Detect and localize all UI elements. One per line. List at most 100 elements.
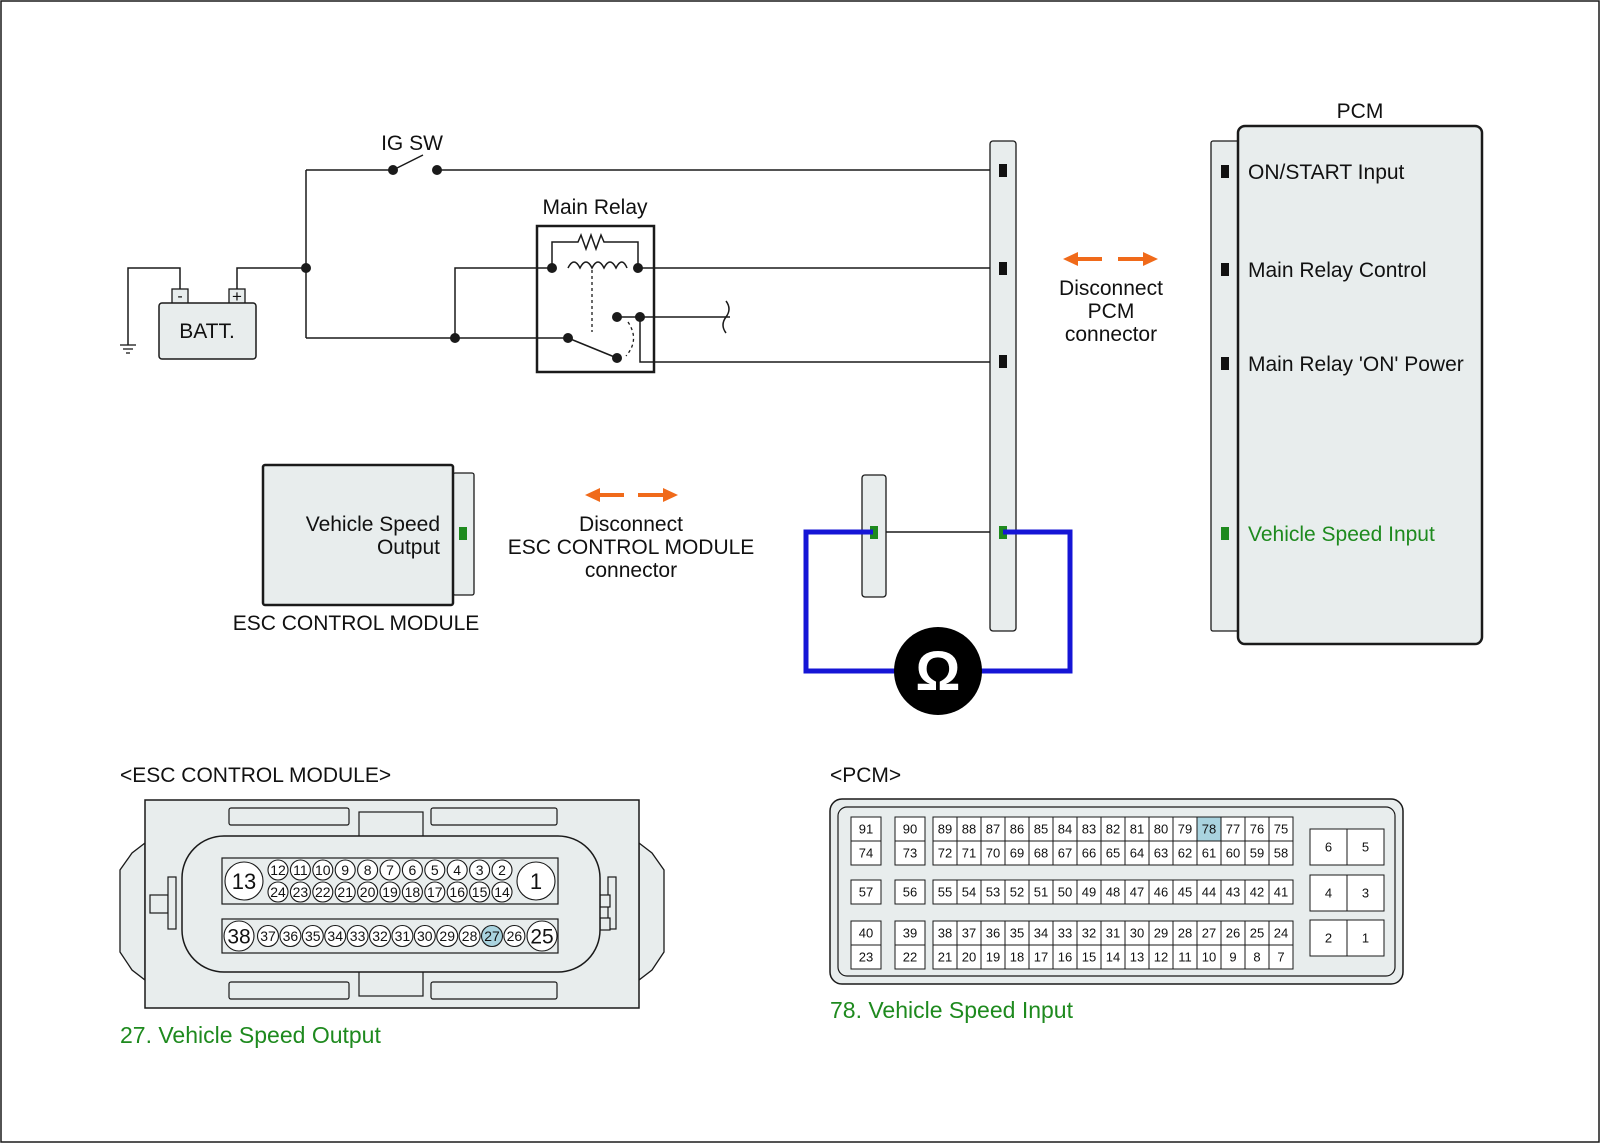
pcm-connector-pin-number: 47 — [1130, 885, 1144, 900]
pcm-connector-pin-number: 4 — [1325, 886, 1332, 901]
pcm-connector-pin-number: 82 — [1106, 822, 1120, 837]
pcm-connector-pin — [956, 879, 982, 905]
pcm-connector-pin-number: 22 — [903, 950, 917, 965]
esc-pin — [446, 881, 468, 903]
pcm-connector-pin-number: 77 — [1226, 822, 1240, 837]
battery-plus-label: + — [232, 287, 242, 306]
pcm-connector-pin-number: 48 — [1106, 885, 1120, 900]
pcm-connector-pin-number: 1 — [1362, 931, 1369, 946]
pcm-connector-pin-number: 51 — [1034, 885, 1048, 900]
esc-pin-number: 4 — [453, 862, 461, 878]
pcm-connector-pin-number: 36 — [986, 926, 1000, 941]
esc-pin-number: 32 — [372, 928, 388, 944]
esc-output-line1: Vehicle Speed — [306, 513, 440, 536]
pcm-connector-pin-number: 90 — [903, 822, 917, 837]
pcm-connector-pin — [1052, 920, 1078, 946]
pcm-connector-pin — [1076, 840, 1102, 866]
pcm-pin-label: Main Relay 'ON' Power — [1248, 353, 1464, 376]
pcm-connector-pin — [1244, 840, 1270, 866]
pcm-pin-label: ON/START Input — [1248, 161, 1405, 184]
pcm-pin-marker — [1221, 357, 1229, 370]
esc-pin — [379, 859, 401, 881]
pcm-pin-marker — [1221, 165, 1229, 178]
pcm-pin-label: Main Relay Control — [1248, 259, 1427, 282]
pcm-connector-pin-number: 60 — [1226, 846, 1240, 861]
pcm-connector-pin — [1309, 874, 1348, 912]
pcm-connector-pin — [1052, 879, 1078, 905]
pcm-connector-pin-number: 52 — [1010, 885, 1024, 900]
pcm-connector-pin — [932, 840, 958, 866]
pcm-connector-pin-number: 40 — [859, 926, 873, 941]
pcm-connector-pin-number: 8 — [1253, 950, 1260, 965]
esc-module-box — [261, 463, 455, 607]
pcm-connector-pin-number: 21 — [938, 950, 952, 965]
esc-pin — [279, 924, 302, 948]
esc-pin-number: 15 — [472, 884, 488, 900]
esc-pin-number: 21 — [337, 884, 353, 900]
pcm-connector-pin — [1004, 944, 1030, 970]
esc-pin-number: 20 — [360, 884, 376, 900]
pcm-connector-pin-number: 76 — [1250, 822, 1264, 837]
esc-pin — [223, 920, 255, 952]
pcm-connector-pin-number: 44 — [1202, 885, 1216, 900]
pcm-connector-pin — [1268, 840, 1294, 866]
esc-pin — [413, 924, 436, 948]
esc-pin-number: 10 — [315, 862, 331, 878]
esc-pin — [516, 861, 556, 901]
pcm-connector-pin — [1124, 840, 1150, 866]
esc-pin — [289, 859, 311, 881]
pcm-connector-pin-number: 87 — [986, 822, 1000, 837]
pcm-connector-pin — [1244, 879, 1270, 905]
pcm-connector-pin — [1220, 879, 1246, 905]
pcm-connector-pin-number: 73 — [903, 846, 917, 861]
disconnect-esc-line3: connector — [585, 559, 677, 582]
pcm-connector-pin-number: 9 — [1229, 950, 1236, 965]
esc-pin — [436, 924, 459, 948]
pcm-connector-pin-number: 68 — [1034, 846, 1048, 861]
esc-pin-number: 9 — [341, 862, 349, 878]
battery: - + BATT. — [158, 287, 257, 360]
pcm-connector-pin-number: 20 — [962, 950, 976, 965]
esc-pin — [401, 859, 423, 881]
esc-pin-number: 16 — [449, 884, 465, 900]
pcm-connector-pin — [956, 944, 982, 970]
pcm-box — [1236, 124, 1484, 646]
pcm-connector-caption: 78. Vehicle Speed Input — [830, 997, 1074, 1023]
pcm-connector-pin-number: 6 — [1325, 840, 1332, 855]
ground-icon — [120, 344, 136, 354]
esc-pin — [334, 859, 356, 881]
pcm-connector-pin-number: 17 — [1034, 950, 1048, 965]
esc-pin — [346, 924, 369, 948]
pcm-connector-pin-number: 43 — [1226, 885, 1240, 900]
pcm-connector-pin-number: 58 — [1274, 846, 1288, 861]
main-relay-box — [535, 224, 656, 374]
pcm-connector-pin-number: 31 — [1106, 926, 1120, 941]
disconnect-pcm-line3: connector — [1065, 323, 1157, 346]
pcm-connector-pin — [1268, 879, 1294, 905]
esc-pin-number: 11 — [293, 862, 308, 878]
main-relay-label: Main Relay — [542, 196, 648, 219]
pcm-connector-pin — [894, 840, 926, 866]
ohm-symbol: Ω — [916, 639, 961, 702]
esc-pin — [357, 859, 379, 881]
esc-pin-number: 19 — [382, 884, 398, 900]
esc-pin-number: 33 — [350, 928, 366, 944]
pcm-connector-pin — [1100, 944, 1126, 970]
pcm-connector-pin-number: 57 — [859, 885, 873, 900]
pcm-connector-pin — [1346, 919, 1385, 957]
pcm-connector-pin — [1346, 828, 1385, 866]
pcm-connector-pin-number: 89 — [938, 822, 952, 837]
esc-pin — [267, 859, 289, 881]
pcm-connector-pin — [850, 816, 882, 842]
esc-pin — [324, 924, 347, 948]
esc-pin — [368, 924, 392, 948]
pcm-connector-pin — [850, 920, 882, 946]
pcm-connector-pin-number: 24 — [1274, 926, 1288, 941]
pcm-connector-pin-number: 3 — [1362, 886, 1369, 901]
pcm-connector-pin — [1100, 879, 1126, 905]
pcm-connector-pin-number: 49 — [1082, 885, 1096, 900]
pcm-connector-pin-number: 62 — [1178, 846, 1192, 861]
